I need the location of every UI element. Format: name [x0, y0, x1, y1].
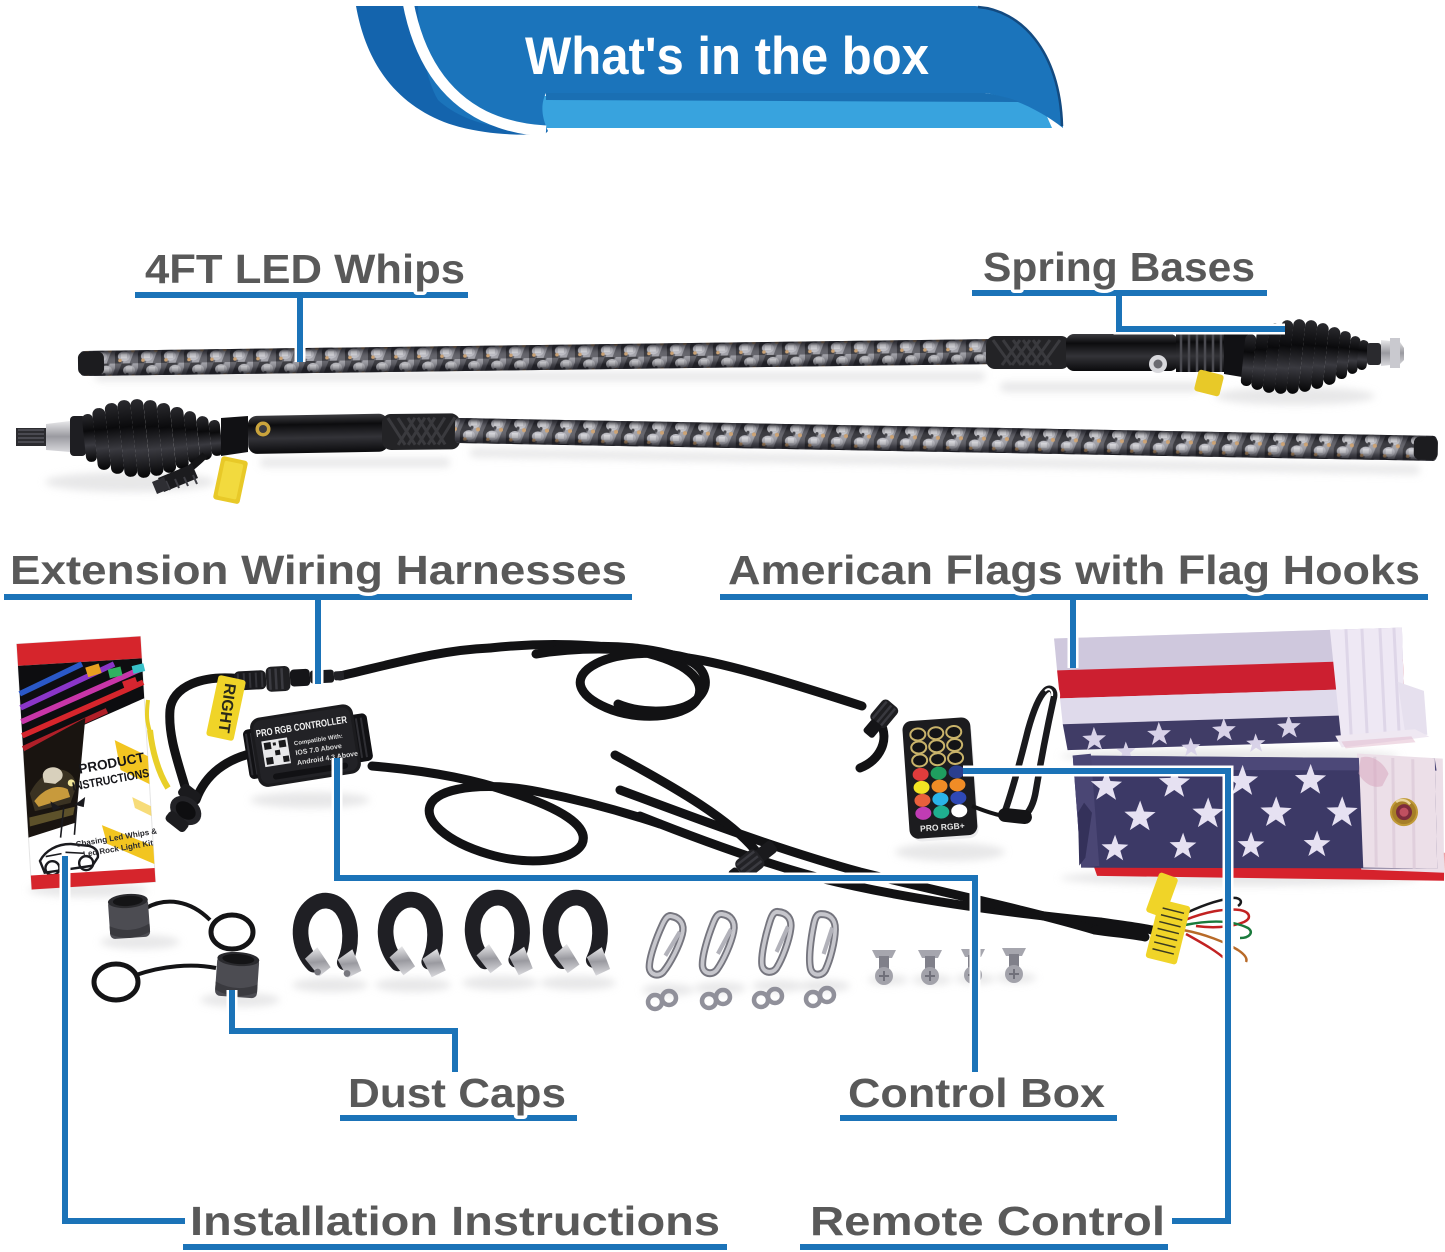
svg-text:RIGHT: RIGHT: [214, 682, 238, 734]
svg-text:Extension Wiring Harnesses: Extension Wiring Harnesses: [10, 547, 627, 593]
svg-text:What's in the box: What's in the box: [525, 27, 929, 86]
svg-text:Spring Bases: Spring Bases: [983, 244, 1255, 290]
svg-text:PRO RGB+: PRO RGB+: [920, 820, 965, 833]
svg-text:Dust Caps: Dust Caps: [348, 1070, 566, 1116]
svg-text:Remote Control: Remote Control: [810, 1198, 1165, 1244]
svg-text:Control Box: Control Box: [848, 1070, 1105, 1116]
svg-text:4FT LED Whips: 4FT LED Whips: [145, 246, 465, 292]
svg-text:Installation Instructions: Installation Instructions: [190, 1198, 720, 1244]
svg-text:American Flags with Flag Hooks: American Flags with Flag Hooks: [728, 547, 1420, 593]
